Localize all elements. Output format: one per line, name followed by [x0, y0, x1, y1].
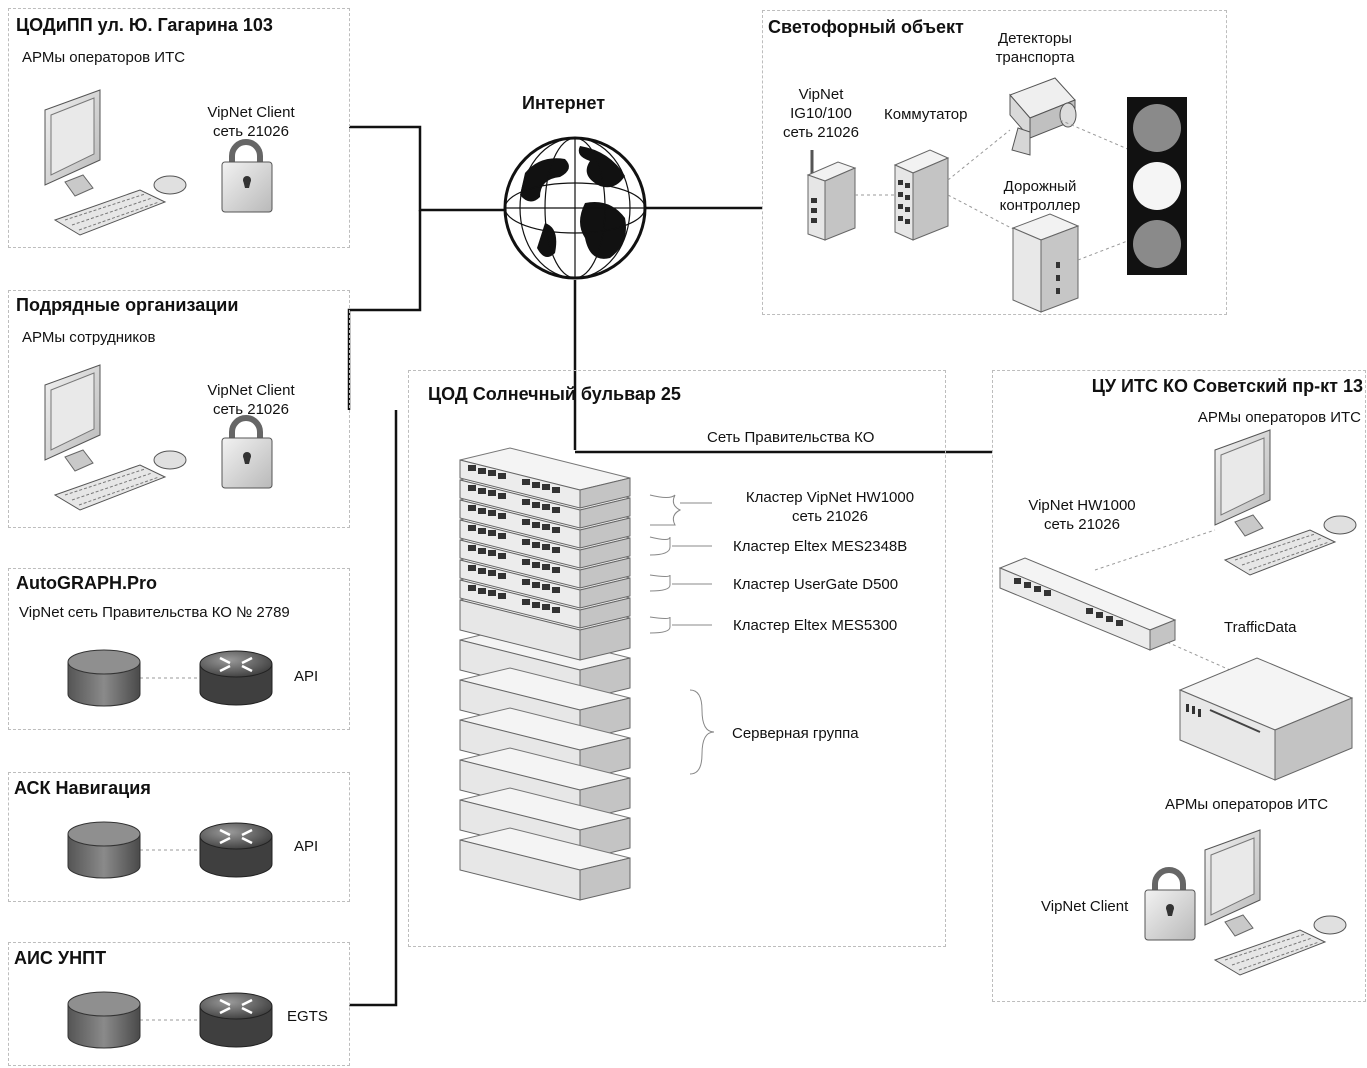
ais-api-label: EGTS — [287, 1008, 328, 1025]
codipp-vipnet-line2: сеть 21026 — [213, 123, 289, 140]
cluster2-label: Кластер Eltex MES2348B — [733, 538, 908, 555]
globe-icon — [503, 136, 647, 280]
svetofor-vipnet-line2: IG10/100 — [790, 105, 852, 122]
server-group-label: Серверная группа — [732, 725, 859, 742]
svetofor-vipnet-line1: VipNet — [798, 86, 844, 103]
road-controller-icon — [1011, 213, 1080, 313]
autograph-title: AutoGRAPH.Pro — [16, 573, 157, 593]
cod-title: ЦОД Солнечный бульвар 25 — [428, 384, 681, 404]
svetofor-title: Светофорный объект — [768, 17, 964, 37]
codipp-title: ЦОДиПП ул. Ю. Гагарина 103 — [16, 15, 273, 35]
codipp-arm-label: АРМы операторов ИТС — [22, 49, 186, 66]
traffic-light-icon — [1127, 97, 1187, 275]
autograph-subtitle: VipNet сеть Правительства КО № 2789 — [19, 604, 290, 621]
cluster1-line2: сеть 21026 — [792, 508, 868, 525]
trafficdata-server-icon — [1178, 657, 1354, 781]
svetofor-section — [762, 10, 1227, 315]
codipp-vipnet-line1: VipNet Client — [207, 104, 295, 121]
traffic-detector-camera-icon — [1009, 77, 1077, 156]
controller-line2: контроллер — [999, 197, 1081, 214]
vipnet-ig-device-icon — [806, 150, 857, 241]
ais-section — [8, 942, 350, 1066]
gov-network-label: Сеть Правительства КО — [707, 429, 875, 446]
cu-arm-top-label: АРМы операторов ИТС — [1197, 409, 1361, 426]
podryad-vipnet-line2: сеть 21026 — [213, 401, 289, 418]
podryad-vipnet-line1: VipNet Client — [207, 382, 295, 399]
internet-label: Интернет — [522, 93, 606, 113]
podryad-title: Подрядные организации — [16, 295, 239, 315]
switch-label: Коммутатор — [884, 106, 968, 123]
commutator-icon — [893, 149, 950, 241]
podryad-section — [8, 290, 350, 528]
ask-api-label: API — [294, 838, 319, 855]
podryad-arm-label: АРМы сотрудников — [22, 329, 156, 346]
detectors-line2: транспорта — [995, 49, 1075, 66]
ais-title: АИС УНПТ — [14, 948, 107, 968]
autograph-section — [8, 568, 350, 730]
cu-arm-bottom-label: АРМы операторов ИТС — [1165, 796, 1329, 813]
cluster3-label: Кластер UserGate D500 — [733, 576, 899, 593]
svetofor-vipnet-line3: сеть 21026 — [783, 124, 859, 141]
trafficdata-label: TrafficData — [1224, 619, 1297, 636]
ask-section — [8, 772, 350, 902]
cluster1-line1: Кластер VipNet HW1000 — [745, 489, 915, 506]
cu-hw-line1: VipNet HW1000 — [1028, 497, 1136, 514]
cu-vipnet-client-label: VipNet Client — [1041, 898, 1129, 915]
cluster4-label: Кластер Eltex MES5300 — [733, 617, 898, 634]
codipp-section — [8, 8, 350, 248]
vipnet-hw1000-icon — [998, 557, 1177, 651]
cu-hw-line2: сеть 21026 — [1044, 516, 1120, 533]
cu-title: ЦУ ИТС КО Советский пр-кт 13 — [1091, 376, 1363, 396]
detectors-line1: Детекторы — [998, 30, 1072, 47]
cod-section — [408, 370, 946, 947]
autograph-api-label: API — [294, 668, 319, 685]
controller-line1: Дорожный — [1003, 178, 1077, 195]
ask-title: АСК Навигация — [14, 778, 151, 798]
cu-section — [992, 370, 1366, 1002]
